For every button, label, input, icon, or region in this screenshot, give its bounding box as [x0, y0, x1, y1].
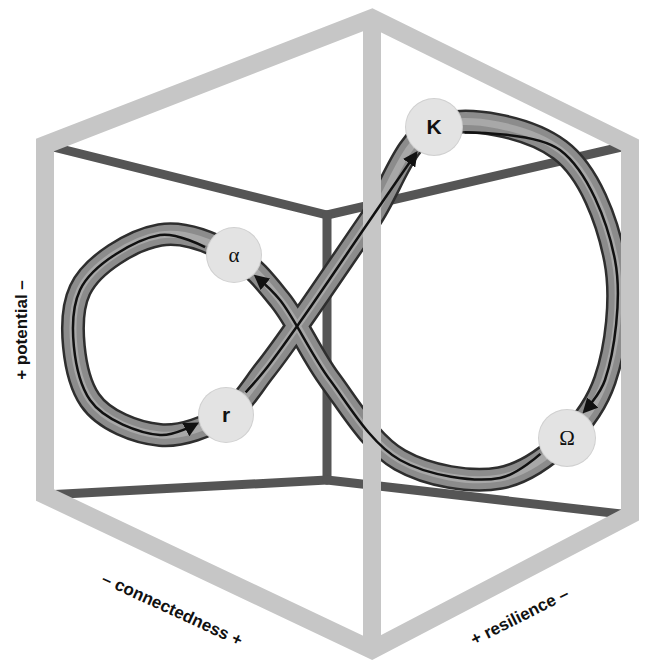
- phase-label: α: [228, 243, 239, 268]
- phase-circle: K: [406, 99, 462, 155]
- ribbon-outline: [73, 122, 618, 480]
- cycle-arrow: [464, 133, 617, 412]
- phase-circle: r: [199, 388, 253, 442]
- cycle-arrow: [256, 277, 540, 480]
- phase-circle: α: [207, 228, 261, 282]
- cycle-arrow: [246, 153, 416, 392]
- phase-label: K: [426, 115, 441, 139]
- figure-eight-ribbon: [73, 122, 618, 480]
- ribbon-highlight: [73, 122, 618, 480]
- cycle-arrow: [73, 235, 205, 435]
- phase-circle: Ω: [539, 410, 595, 466]
- axis-label: + potential –: [12, 280, 32, 380]
- phase-label: r: [222, 403, 230, 427]
- phase-label: Ω: [559, 426, 575, 451]
- cube-front-frame: [45, 18, 630, 650]
